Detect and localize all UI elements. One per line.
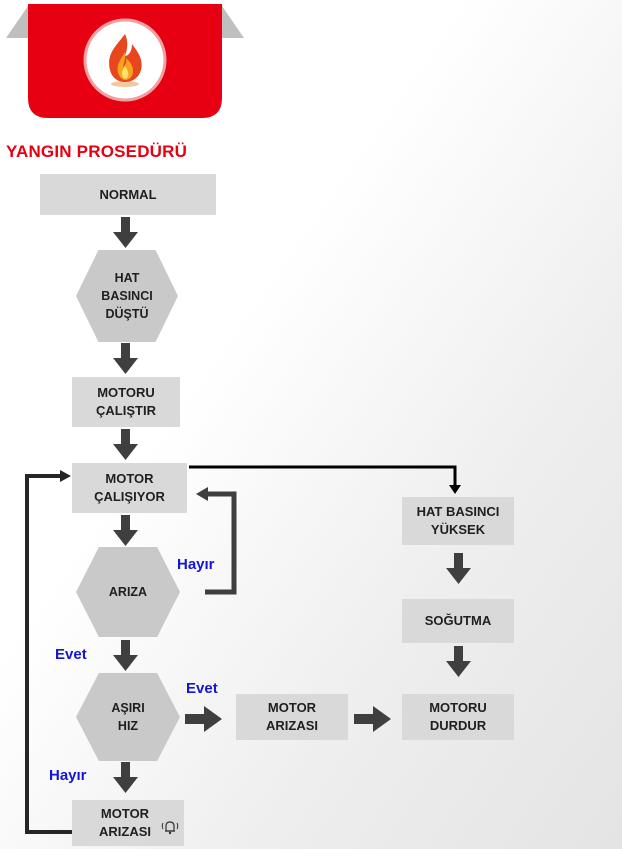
node-hat-basinci-yuksek: HAT BASINCI YÜKSEK <box>402 497 514 545</box>
node-normal: NORMAL <box>40 174 216 215</box>
arrow-ariza-to-hiz <box>113 640 138 671</box>
arrow-yuksek-to-sogutma <box>446 553 471 584</box>
line-calisiyor-to-yuksek <box>189 465 461 494</box>
arrow-calisiyor-to-ariza <box>113 515 138 546</box>
node-motor-arizasi-alarm-label: MOTOR ARIZASI <box>99 806 151 839</box>
label-evet-hiz: Evet <box>186 680 218 697</box>
label-evet-ariza: Evet <box>55 646 87 663</box>
node-hat-basinci-dustu: HAT BASINCI DÜŞTÜ <box>76 250 178 342</box>
page-title: YANGIN PROSEDÜRÜ <box>6 142 188 161</box>
arrow-hiz-to-alarm <box>113 762 138 793</box>
badge-left-flap <box>6 6 28 38</box>
loop-ariza-hayir <box>196 487 237 595</box>
node-motor-arizasi-alarm: MOTOR ARIZASI <box>72 800 184 846</box>
alarm-bell-icon <box>160 818 180 836</box>
arrow-sogutma-to-durdur <box>446 646 471 677</box>
arrow-motor-arizasi-to-durdur <box>354 706 391 732</box>
label-hayir-hiz: Hayır <box>49 767 87 784</box>
node-asiri-hiz: AŞIRI HIZ <box>76 673 180 761</box>
arrow-calistir-to-calisiyor <box>113 429 138 460</box>
node-sogutma: SOĞUTMA <box>402 599 514 643</box>
node-motor-arizasi: MOTOR ARIZASI <box>236 694 348 740</box>
node-ariza: ARIZA <box>76 547 180 637</box>
arrow-hiz-to-motor-arizasi <box>185 706 222 732</box>
arrow-normal-to-hat <box>113 217 138 248</box>
node-motoru-durdur: MOTORU DURDUR <box>402 694 514 740</box>
node-motor-calisiyor: MOTOR ÇALIŞIYOR <box>72 463 187 513</box>
loop-alarm-to-calisiyor <box>25 470 72 834</box>
badge-right-flap <box>222 6 244 38</box>
arrow-hat-to-calistir <box>113 343 138 374</box>
fire-icon <box>109 34 142 87</box>
label-hayir-ariza: Hayır <box>177 556 215 573</box>
node-motoru-calistir: MOTORU ÇALIŞTIR <box>72 377 180 427</box>
